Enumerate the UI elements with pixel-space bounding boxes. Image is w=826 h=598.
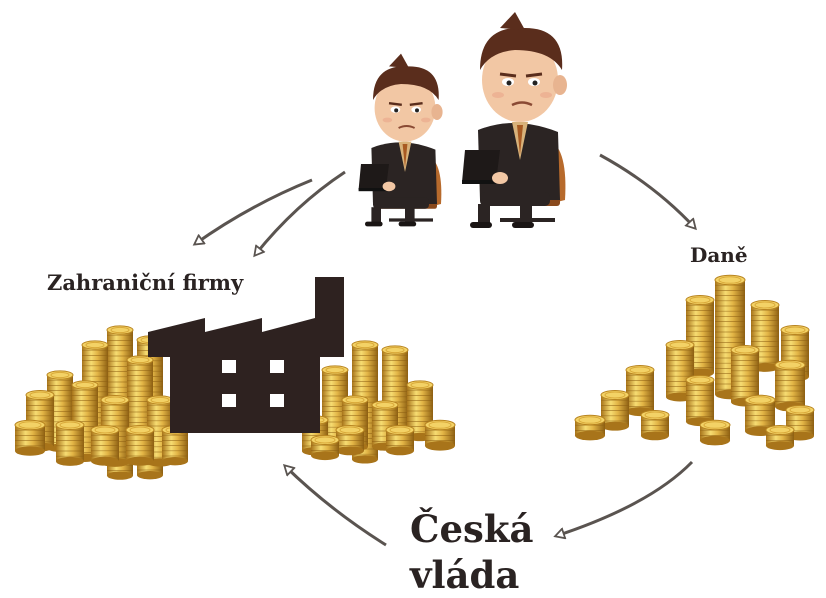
coin-stacks-left — [14, 325, 189, 480]
taxes-label: Daně — [690, 243, 748, 267]
czech-government-label: Česká vláda — [410, 506, 533, 598]
arrow-icon — [556, 460, 694, 536]
coin-stacks-factory-right — [301, 340, 456, 464]
coin-stack-icon — [765, 425, 795, 451]
coin-stack-icon — [90, 425, 120, 466]
coin-stack-icon — [640, 410, 670, 441]
arrow-icon — [255, 170, 346, 255]
coin-stack-icon — [385, 425, 415, 456]
coin-stack-icon — [774, 359, 806, 412]
coin-stack-icon — [14, 419, 46, 456]
coin-stack-icon — [574, 414, 606, 441]
coin-stack-icon — [424, 419, 456, 451]
office-worker-icon — [358, 53, 443, 227]
coin-stack-icon — [310, 435, 340, 461]
office-worker-icon — [462, 12, 567, 228]
coin-stack-icon — [335, 425, 365, 456]
coin-stack-icon — [685, 375, 715, 427]
coin-stack-icon — [730, 345, 760, 407]
coin-stack-icon — [744, 394, 776, 437]
coin-stack-icon — [699, 419, 731, 446]
factory-icon — [148, 277, 344, 433]
arrow-icon — [285, 466, 387, 547]
coin-stacks-taxes — [574, 274, 815, 451]
arrow-icon — [195, 178, 313, 244]
government-label-line2: vláda — [410, 553, 520, 597]
government-label-line1: Česká — [410, 507, 534, 551]
coin-stack-icon — [600, 390, 630, 431]
coin-stack-icon — [55, 420, 85, 466]
coin-stack-icon — [125, 425, 155, 466]
coin-stack-icon — [625, 365, 655, 417]
arrow-icon — [599, 153, 695, 228]
foreign-firms-label: Zahraniční firmy — [47, 270, 244, 295]
